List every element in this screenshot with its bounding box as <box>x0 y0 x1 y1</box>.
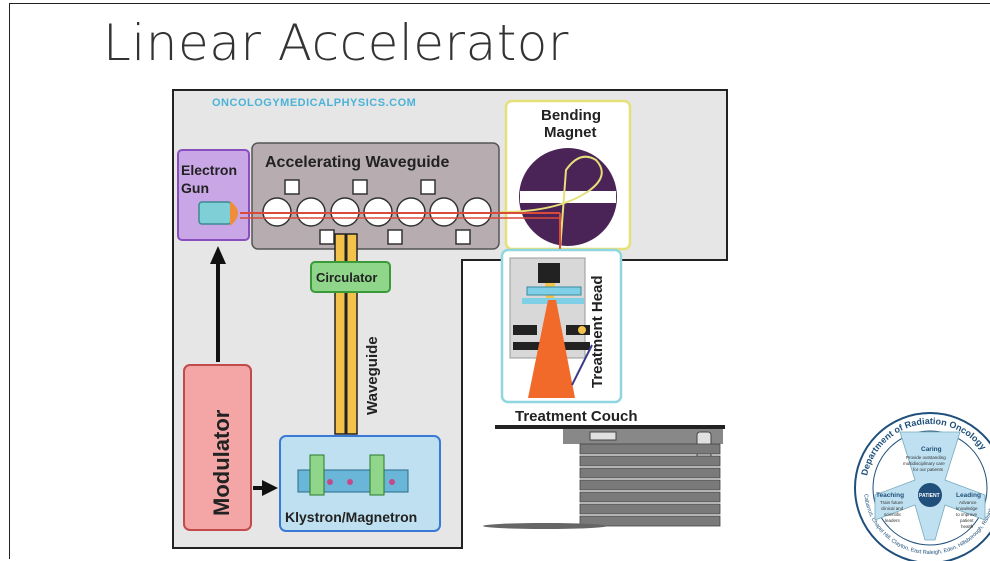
waveguide-label: Waveguide <box>364 336 381 415</box>
magnet-path <box>499 155 603 251</box>
watermark: ONCOLOGYMEDICALPHYSICS.COM <box>212 97 416 109</box>
klystron-dot-2 <box>347 479 353 485</box>
target <box>538 263 560 283</box>
circulator-box <box>310 261 391 293</box>
accelerating-waveguide-label: Accelerating Waveguide <box>265 154 449 171</box>
electron-gun-label-1: Electron <box>181 162 237 178</box>
mirror-arm <box>571 344 593 386</box>
flattening-filter <box>526 286 582 296</box>
mlc-right <box>560 342 590 350</box>
gun-glow <box>230 201 238 226</box>
bending-magnet-label-2: Magnet <box>544 124 597 141</box>
logo-leading-line-1: Advance <box>959 500 977 505</box>
logo-caring-line-1: Provide outstanding <box>906 455 946 460</box>
logo-teaching-line-2: clinical and <box>881 506 904 511</box>
electron-gun-label-2: Gun <box>181 180 209 196</box>
logo-leading-line-5: health <box>961 524 974 529</box>
logo-caring-line-3: for our patients <box>913 467 944 472</box>
treatment-couch-label: Treatment Couch <box>515 408 638 425</box>
logo-teaching-line-1: Train future <box>880 500 903 505</box>
logo-center <box>918 483 942 507</box>
logo-caring-line-2: multidisciplinary care <box>903 461 945 466</box>
bending-magnet-label-1: Bending <box>541 107 601 124</box>
modulator-label: Modulator <box>209 409 234 516</box>
magnet-gap <box>520 191 616 203</box>
klystron-dot-3 <box>389 479 395 485</box>
logo-leading-line-4: patient <box>960 518 974 523</box>
logo-teaching-title: Teaching <box>876 492 904 499</box>
jaw-left <box>513 325 537 335</box>
modulator-box <box>183 364 252 531</box>
logo-leading-line-3: to improve <box>956 512 978 517</box>
couch-base <box>483 523 607 529</box>
logo-leading-title: Leading <box>956 492 981 499</box>
arrow-up-head <box>210 246 226 264</box>
klystron-cap-left <box>309 454 325 496</box>
treatment-head-label: Treatment Head <box>589 275 606 388</box>
logo-caring-title: Caring <box>921 446 942 453</box>
klystron-cap-right <box>369 454 385 496</box>
light-source <box>578 326 586 334</box>
klystron-label: Klystron/Magnetron <box>285 509 417 525</box>
radiation-field <box>528 300 575 398</box>
klystron-dot-1 <box>327 479 333 485</box>
logo-teaching-line-4: leaders <box>885 518 901 523</box>
arrow-right-head <box>262 480 278 496</box>
logo-leading-line-2: knowledge <box>956 506 978 511</box>
mlc-left <box>513 342 543 350</box>
couch-bellows <box>579 443 721 527</box>
slide-title: Linear Accelerator <box>103 14 569 72</box>
couch-keypad <box>589 431 617 441</box>
logo-center-label: PATIENT <box>919 493 940 499</box>
logo-teaching-line-3: scientific <box>884 512 902 517</box>
slide-frame <box>9 3 990 559</box>
circulator-label: Circulator <box>316 270 377 285</box>
couch-top <box>495 425 725 429</box>
